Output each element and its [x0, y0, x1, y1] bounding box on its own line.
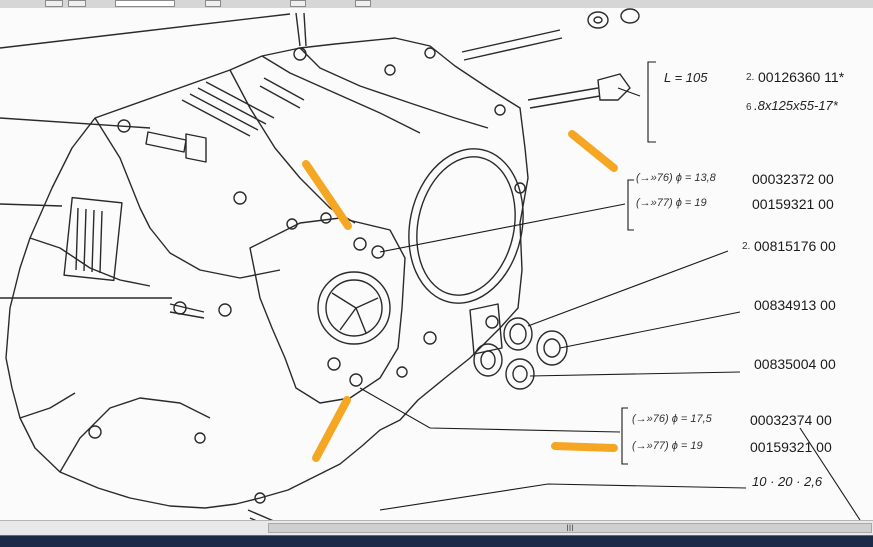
- highlight-mark-2: [568, 130, 618, 172]
- highlight-marks: [302, 130, 618, 462]
- part-number: 00032372 00: [752, 171, 834, 187]
- exploded-parts-diagram: [0, 8, 861, 520]
- diameter-note: (→»76) ϕ = 13,8: [636, 172, 716, 184]
- toolbar-button[interactable]: [45, 0, 63, 7]
- part-spec: .8x125x55-17*: [754, 98, 838, 113]
- zoom-field[interactable]: [115, 0, 175, 7]
- part-number: 00032374 00: [750, 412, 832, 428]
- diameter-note: (→»77) ϕ = 19: [632, 440, 703, 452]
- highlight-mark-3: [312, 396, 351, 462]
- part-number: 00834913 00: [754, 297, 836, 313]
- toolbar-button[interactable]: [205, 0, 221, 7]
- toolbar-button[interactable]: [355, 0, 371, 7]
- highlight-mark-1: [302, 160, 352, 230]
- part-number: 00835004 00: [754, 356, 836, 372]
- part-number: 00159321 00: [752, 196, 834, 212]
- diameter-note: (→»77) ϕ = 19: [636, 197, 707, 209]
- toolbar-button[interactable]: [68, 0, 86, 7]
- length-note: L = 105: [664, 70, 708, 85]
- part-number: 00159321 00: [750, 439, 832, 455]
- qty-label: 2.: [746, 72, 755, 83]
- horizontal-scrollbar[interactable]: III: [0, 520, 873, 535]
- part-number: 00126360 11*: [758, 69, 845, 85]
- taskbar: [0, 535, 873, 547]
- document-canvas: L = 105 2. 00126360 11* 6 .8x125x55-17* …: [0, 8, 873, 520]
- qty-label: 2.: [742, 241, 751, 252]
- scrollbar-thumb[interactable]: III: [268, 523, 872, 533]
- part-number: 00815176 00: [754, 238, 836, 254]
- qty-label: 6: [746, 102, 752, 113]
- highlight-mark-4: [551, 442, 618, 452]
- washer-dimensions: 10 · 20 · 2,6: [752, 474, 823, 489]
- toolbar-button[interactable]: [290, 0, 306, 7]
- scrollbar-grip: III: [566, 523, 574, 533]
- diameter-note: (→»76) ϕ = 17,5: [632, 413, 712, 425]
